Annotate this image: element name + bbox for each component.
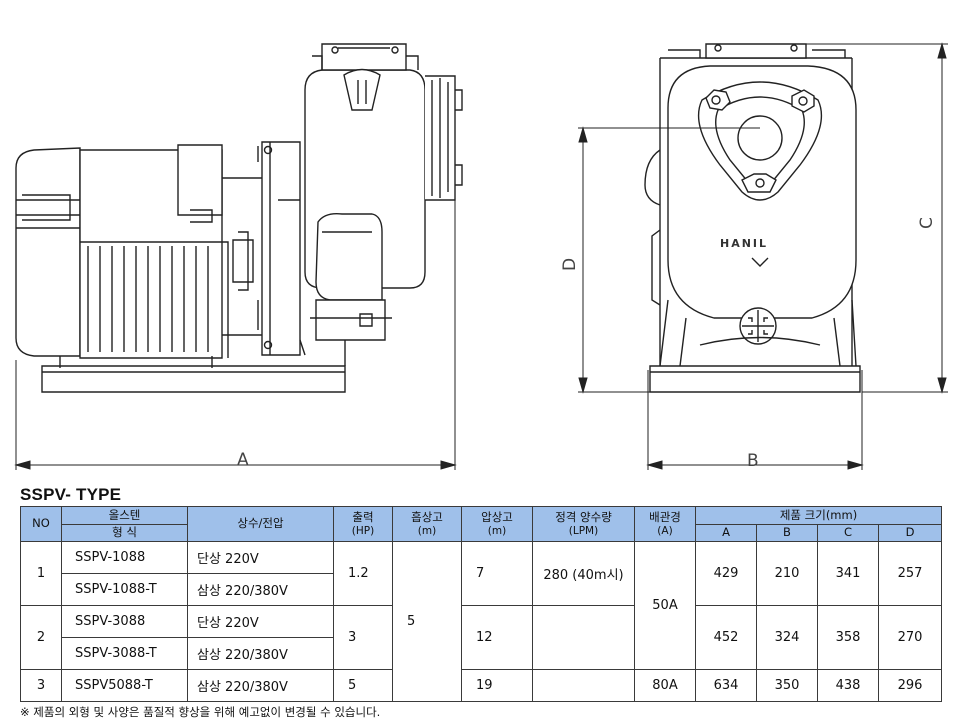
pump-front-view xyxy=(644,43,861,393)
row-no: 1 xyxy=(20,541,62,606)
pump-side-view xyxy=(15,43,463,393)
size-d-cell: 296 xyxy=(877,669,943,702)
header-size-c: C xyxy=(817,524,879,542)
suction-cell: 5 xyxy=(392,541,462,702)
footnote: ※ 제품의 외형 및 사양은 품질적 향상을 위해 예고없이 변경될 수 있습니… xyxy=(20,705,381,719)
header-model: 형 식 xyxy=(61,524,188,542)
header-suction-unit: (m) xyxy=(417,524,437,537)
header-size: 제품 크기(mm) xyxy=(694,506,943,525)
dimension-a-label: A xyxy=(237,450,249,470)
size-c-cell: 341 xyxy=(817,541,879,606)
discharge-cell: 7 xyxy=(461,541,533,606)
voltage-cell: 삼상 220/380V xyxy=(187,573,334,606)
table-row: SSPV-1088-T 삼상 220/380V xyxy=(21,573,942,606)
discharge-cell: 12 xyxy=(461,605,533,670)
flow-cell: 280 (40m시) xyxy=(532,541,635,606)
row-no: 3 xyxy=(20,669,62,702)
dimension-d xyxy=(578,126,760,394)
voltage-cell: 삼상 220/380V xyxy=(187,669,334,702)
dimension-b xyxy=(646,370,864,470)
header-all-stainless: 올스텐 xyxy=(61,506,188,525)
output-cell: 5 xyxy=(333,669,393,702)
size-b-cell: 350 xyxy=(756,669,818,702)
output-cell: 3 xyxy=(333,605,393,670)
header-discharge-label: 압상고 xyxy=(481,510,513,525)
header-suction: 흡상고(m) xyxy=(392,506,462,542)
header-pipe-label: 배관경 xyxy=(649,510,681,525)
voltage-cell: 단상 220V xyxy=(187,541,334,574)
discharge-cell: 19 xyxy=(461,669,533,702)
header-output-label: 출력 xyxy=(352,510,374,525)
size-a-cell: 452 xyxy=(695,605,757,670)
size-b-cell: 324 xyxy=(756,605,818,670)
flow-cell xyxy=(532,605,635,670)
voltage-cell: 단상 220V xyxy=(187,605,334,638)
table-row: 3 SSPV5088-T 삼상 220/380V 5 19 80A 634 35… xyxy=(20,669,943,702)
spec-table: NO 올스텐 상수/전압 출력(HP) 흡상고(m) 압상고(m) 정격 양수량… xyxy=(20,506,943,702)
model-cell: SSPV5088-T xyxy=(61,669,188,702)
size-c-cell: 358 xyxy=(817,605,879,670)
header-discharge: 압상고(m) xyxy=(461,506,533,542)
row-no: 2 xyxy=(20,605,62,670)
section-heading: SSPV- TYPE xyxy=(20,485,122,504)
header-flow-unit: (LPM) xyxy=(568,524,599,537)
model-cell: SSPV-3088-T xyxy=(61,637,188,670)
pump-technical-drawing: A xyxy=(14,42,948,471)
output-cell: 1.2 xyxy=(333,541,393,606)
header-suction-label: 흡상고 xyxy=(411,510,443,525)
dimension-b-label: B xyxy=(747,451,759,471)
voltage-cell: 삼상 220/380V xyxy=(187,637,334,670)
dimension-c xyxy=(806,42,948,394)
header-no: NO xyxy=(20,506,62,542)
table-row: SSPV-3088-T 삼상 220/380V xyxy=(21,637,942,670)
size-a-cell: 634 xyxy=(695,669,757,702)
table-row: 1 SSPV-1088 단상 220V 1.2 5 7 280 (40m시) 5… xyxy=(20,541,943,702)
brand-mark: HANIL xyxy=(720,237,768,250)
header-flow-label: 정격 양수량 xyxy=(555,510,612,525)
header-flow: 정격 양수량(LPM) xyxy=(532,506,635,542)
pipe-cell: 80A xyxy=(634,669,696,702)
model-cell: SSPV-3088 xyxy=(61,605,188,638)
table-row: 2 SSPV-3088 단상 220V 3 12 452 324 358 270 xyxy=(20,605,943,670)
dimension-d-label: D xyxy=(560,258,580,271)
model-cell: SSPV-1088-T xyxy=(61,573,188,606)
header-size-d: D xyxy=(877,524,943,542)
size-b-cell: 210 xyxy=(756,541,818,606)
header-phase-voltage: 상수/전압 xyxy=(187,506,334,542)
dimension-a xyxy=(14,95,457,470)
header-size-a: A xyxy=(695,524,757,542)
header-output: 출력(HP) xyxy=(333,506,393,542)
header-pipe-unit: (A) xyxy=(657,524,673,537)
size-d-cell: 270 xyxy=(877,605,943,670)
header-pipe: 배관경(A) xyxy=(634,506,696,542)
dimension-c-label: C xyxy=(917,217,937,229)
size-a-cell: 429 xyxy=(695,541,757,606)
size-d-cell: 257 xyxy=(877,541,943,606)
flow-cell xyxy=(532,669,635,702)
pipe-cell: 50A xyxy=(634,541,696,670)
header-output-unit: (HP) xyxy=(351,524,375,537)
header-size-b: B xyxy=(756,524,818,542)
header-discharge-unit: (m) xyxy=(487,524,507,537)
size-c-cell: 438 xyxy=(817,669,879,702)
model-cell: SSPV-1088 xyxy=(61,541,188,574)
